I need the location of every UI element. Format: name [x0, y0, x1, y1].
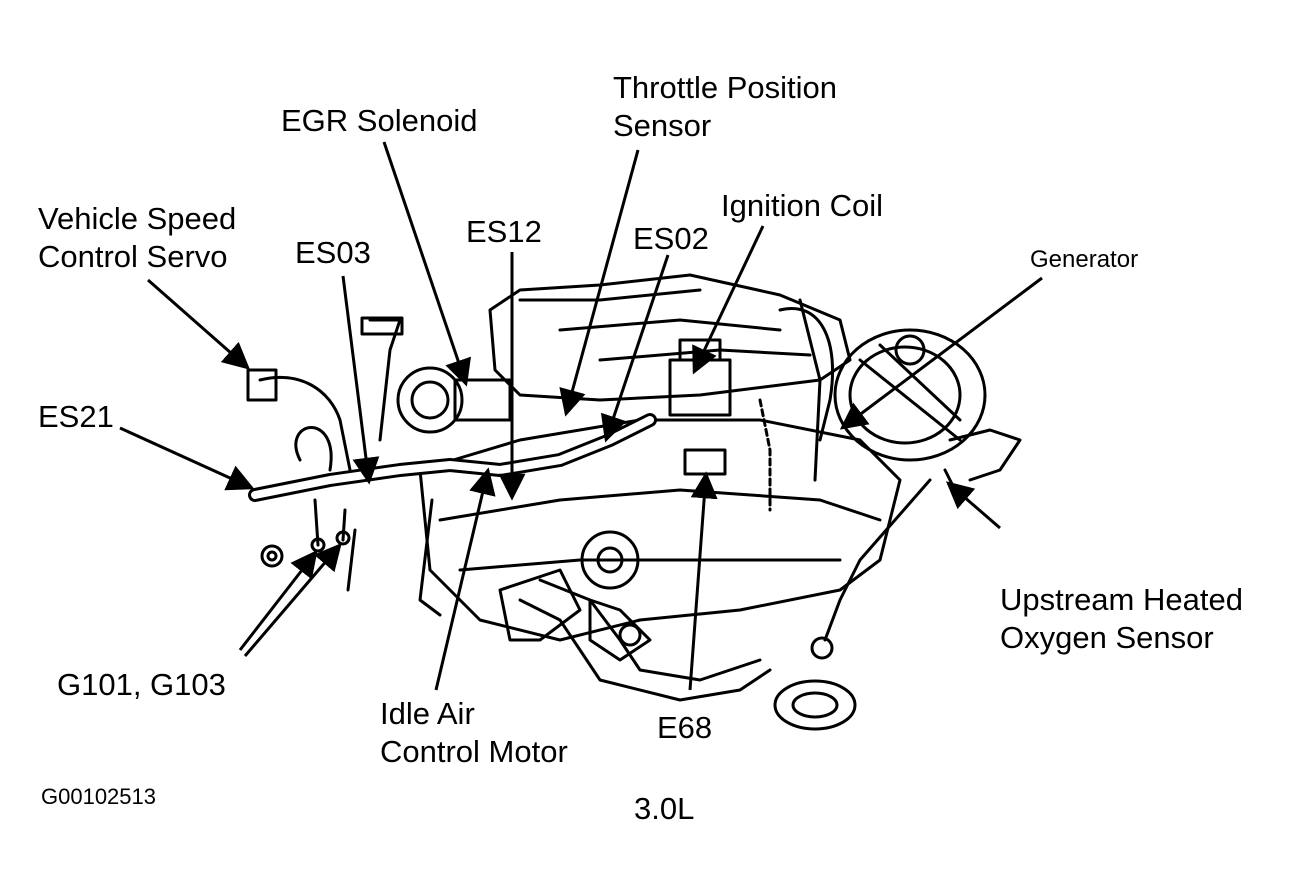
label-throttle-position-sensor: Throttle Position Sensor — [613, 69, 837, 145]
crank-pulley — [580, 530, 640, 590]
label-es12: ES12 — [466, 214, 542, 249]
label-line: Vehicle Speed — [38, 201, 237, 236]
leader-ignition-coil — [692, 225, 765, 375]
generator-body — [833, 328, 987, 462]
label-es03: ES03 — [295, 235, 371, 270]
ignition-coil-body — [668, 358, 732, 417]
leader-throttle-position — [559, 149, 640, 417]
label-line: Sensor — [613, 108, 712, 143]
leader-e68 — [688, 471, 718, 691]
label-vehicle-speed-control-servo: Vehicle Speed Control Servo — [38, 200, 236, 276]
label-g101-g103: G101, G103 — [57, 667, 226, 702]
label-line: Control Servo — [38, 239, 228, 274]
throttle-body — [396, 366, 464, 434]
leader-g103 — [243, 542, 342, 657]
label-upstream-heated-oxygen-sensor: Upstream Heated Oxygen Sensor — [1000, 581, 1243, 657]
label-line: Idle Air — [380, 696, 475, 731]
figure-code: G00102513 — [41, 784, 156, 809]
leader-egr-solenoid — [382, 141, 471, 387]
leader-lines — [119, 141, 1043, 691]
label-es02: ES02 — [633, 221, 709, 256]
leader-es03 — [341, 275, 380, 485]
leader-es21 — [119, 426, 255, 491]
engine-block — [418, 418, 902, 642]
engine-label: 3.0L — [634, 791, 695, 826]
leader-oxygen-sensor — [945, 481, 1001, 530]
label-line: Control Motor — [380, 734, 568, 769]
label-line: Upstream Heated — [1000, 582, 1243, 617]
leader-es02 — [600, 254, 670, 443]
label-generator: Generator — [1030, 246, 1139, 273]
leader-vehicle-speed — [147, 278, 251, 370]
plenum-ribs — [518, 288, 812, 362]
leader-idle-air — [434, 467, 496, 691]
engine-illustration — [246, 273, 1022, 731]
exhaust-pipe — [518, 598, 772, 702]
label-idle-air-control-motor: Idle Air Control Motor — [380, 695, 568, 771]
label-es21: ES21 — [38, 399, 114, 434]
label-e68: E68 — [657, 710, 713, 745]
leader-generator — [839, 276, 1043, 430]
label-ignition-coil: Ignition Coil — [721, 188, 883, 223]
leader-g101 — [238, 549, 318, 651]
label-egr-solenoid: EGR Solenoid — [281, 103, 478, 138]
label-line: Oxygen Sensor — [1000, 620, 1214, 655]
label-line: Throttle Position — [613, 70, 837, 105]
